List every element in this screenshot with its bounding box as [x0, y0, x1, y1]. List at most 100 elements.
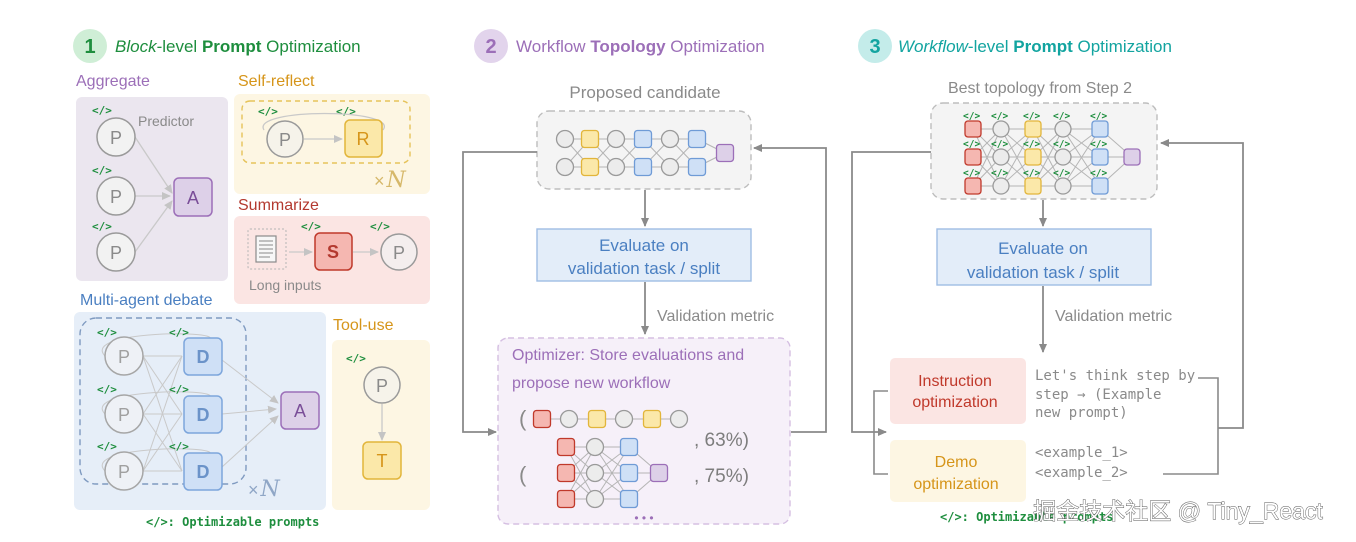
aggregate-title: Aggregate — [76, 73, 150, 90]
step2-title: Workflow Topology Optimization — [516, 37, 765, 56]
demo-optimization-box — [890, 440, 1026, 502]
module-blue-node — [619, 489, 639, 509]
aggregator-label: A — [187, 188, 199, 208]
step2-section: 2 Workflow Topology Optimization Propose… — [462, 29, 827, 525]
module-circle-node — [669, 409, 689, 429]
module-yellow-node — [580, 157, 600, 177]
step3-section: 3 Workflow-level Prompt Optimization Bes… — [851, 29, 1244, 524]
module-yellow-node — [1024, 120, 1042, 138]
demo-example-1: <example_1> — [1035, 445, 1128, 461]
svg-text:P: P — [279, 130, 291, 150]
code-tag: </> — [97, 326, 117, 339]
debate-p-node — [104, 451, 144, 491]
module-blue-node — [1091, 148, 1109, 166]
predictor-label: Predictor — [138, 113, 194, 129]
svg-text:D: D — [197, 347, 210, 367]
tool-use-panel — [332, 340, 430, 510]
self-reflect-p-node — [266, 120, 304, 158]
debate-p-node — [104, 394, 144, 434]
instruction-optimization-box — [890, 358, 1026, 424]
aggregator-node — [173, 177, 213, 217]
evaluate-line1-step2: Evaluate on — [599, 236, 689, 255]
module-circle-node — [559, 409, 579, 429]
module-circle-node — [992, 177, 1010, 195]
step1-number: 1 — [84, 36, 95, 58]
code-tag: </> — [1090, 139, 1107, 150]
module-red-node — [556, 489, 576, 509]
code-tag: </> — [1023, 139, 1040, 150]
module-red-node — [556, 463, 576, 483]
loop-arrow-right-step3 — [1160, 139, 1244, 429]
debate-aggregator-node — [280, 391, 320, 430]
module-yellow-node — [1024, 177, 1042, 195]
debate-loop-box — [79, 317, 247, 485]
module-blue-node — [619, 463, 639, 483]
workflow-edge — [1032, 128, 1064, 187]
code-tag: </> — [92, 104, 112, 117]
debate-d-node — [183, 337, 223, 376]
module-circle-node — [992, 120, 1010, 138]
code-tag: </> — [336, 105, 356, 118]
svg-text:A: A — [294, 401, 306, 421]
summarize-p-node — [380, 233, 418, 271]
module-circle-node — [1054, 148, 1072, 166]
watermark: 掘金技术社区 @ Tiny_React — [1033, 498, 1323, 524]
instruction-line2: optimization — [912, 394, 997, 411]
debate-edges — [101, 333, 279, 472]
history-ellipsis: • • • — [634, 511, 653, 525]
code-tag: </> — [92, 220, 112, 233]
module-red-node — [964, 177, 982, 195]
bracket-left-step3 — [873, 390, 888, 475]
debate-agent-row-3: P D — [104, 451, 223, 491]
history-paren-1: ( — [519, 406, 527, 431]
predictor-node-2 — [96, 176, 136, 216]
code-tag: </> — [1023, 111, 1040, 122]
module-circle-node — [585, 463, 605, 483]
svg-text:P: P — [393, 243, 405, 263]
step1-section: 1 Block-level Prompt Optimization Aggreg… — [73, 29, 430, 529]
module-red-node — [532, 409, 552, 429]
loop-arrow-right-step2 — [753, 144, 827, 433]
module-red-node — [964, 148, 982, 166]
module-blue-node — [687, 129, 707, 149]
code-tag: </> — [370, 220, 390, 233]
module-yellow-node — [1024, 148, 1042, 166]
history-score-2: , 75%) — [694, 466, 749, 487]
step3-number-badge — [858, 29, 892, 63]
workflow-edge — [972, 128, 1002, 187]
debate-agent-row-2: P D — [104, 394, 223, 434]
code-tag: </> — [1023, 168, 1040, 179]
optimizable-prompts-footnote-step3: </>: Optimizable prompts — [940, 510, 1113, 524]
module-circle-node — [606, 129, 626, 149]
module-purple-node — [1123, 148, 1141, 166]
code-tag: </> — [963, 111, 980, 122]
tool-use-p-node — [363, 366, 401, 404]
best-topology-label: Best topology from Step 2 — [948, 80, 1132, 97]
module-circle-node — [614, 409, 634, 429]
module-yellow-node — [587, 409, 607, 429]
debate-d-node — [183, 395, 223, 434]
aggregate-predictor-3: </> P — [92, 220, 136, 272]
summarize-title: Summarize — [238, 197, 319, 214]
step3-title: Workflow-level Prompt Optimization — [898, 37, 1172, 56]
demo-line2: optimization — [913, 476, 998, 493]
code-tag: </> — [346, 352, 366, 365]
step2-number-badge — [474, 29, 508, 63]
long-inputs-doc-frame — [247, 228, 287, 270]
step1-number-badge — [73, 29, 107, 63]
svg-text:P: P — [118, 405, 130, 425]
workflow-edge — [1062, 128, 1101, 187]
debate-times: ×N — [248, 477, 281, 502]
history-workflow-2 — [556, 437, 669, 509]
svg-text:S: S — [327, 242, 339, 262]
workflow-edge — [1000, 128, 1034, 187]
module-blue-node — [619, 437, 639, 457]
loop-arrow-left-step2 — [462, 151, 537, 436]
module-purple-node — [649, 463, 669, 483]
evaluate-box-step2 — [536, 228, 752, 282]
code-tag: </> — [258, 105, 278, 118]
module-purple-node — [715, 143, 735, 163]
code-tag: </> — [991, 168, 1008, 179]
history-paren-2: ( — [519, 462, 527, 487]
module-circle-node — [555, 129, 575, 149]
